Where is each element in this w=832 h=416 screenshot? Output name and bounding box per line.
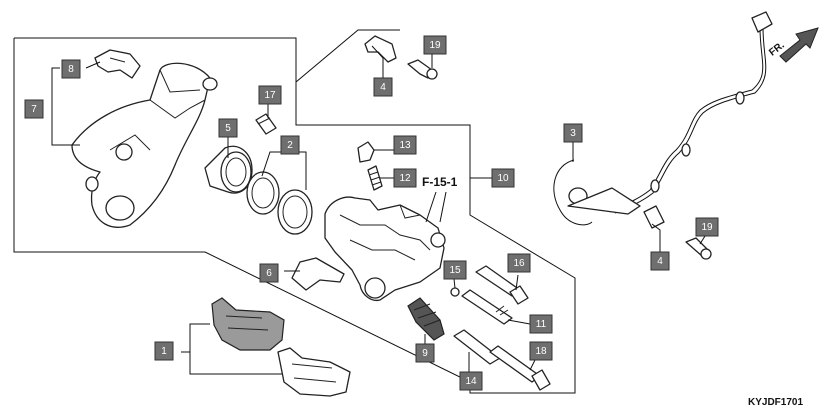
callout-4-top: 4 [373, 77, 393, 97]
callout-19-right: 19 [695, 217, 719, 237]
svg-text:15: 15 [449, 265, 461, 276]
svg-text:18: 18 [535, 346, 547, 357]
retainer-spring [94, 49, 141, 79]
piston [204, 145, 253, 194]
callout-7: 7 [24, 99, 44, 119]
callout-19-top: 19 [423, 35, 447, 55]
callout-2: 2 [280, 135, 300, 155]
svg-text:5: 5 [225, 123, 231, 134]
svg-text:12: 12 [399, 173, 411, 184]
pin-boot [407, 297, 445, 341]
reference-text: F-15-1 [422, 175, 458, 189]
callout-14: 14 [459, 371, 483, 391]
svg-text:2: 2 [287, 140, 293, 151]
svg-text:19: 19 [429, 40, 441, 51]
svg-text:16: 16 [513, 258, 525, 269]
svg-text:14: 14 [465, 376, 477, 387]
callout-1: 1 [154, 341, 174, 361]
callout-11: 11 [529, 314, 553, 334]
bolt-17 [255, 113, 277, 135]
svg-text:3: 3 [570, 128, 576, 139]
callout-3: 3 [563, 123, 583, 143]
svg-text:6: 6 [266, 268, 272, 279]
front-direction-arrow: FR. [767, 27, 819, 63]
callout-15: 15 [443, 260, 467, 280]
reference-label: F-15-1 [422, 175, 458, 223]
caliper-bracket [71, 62, 218, 228]
callout-6: 6 [259, 263, 279, 283]
svg-text:13: 13 [399, 140, 411, 151]
svg-text:17: 17 [264, 90, 276, 101]
svg-text:1: 1 [161, 346, 167, 357]
bolt-19-top [407, 59, 438, 80]
callout-16: 16 [507, 253, 531, 273]
svg-text:11: 11 [536, 319, 547, 330]
callout-8: 8 [61, 59, 81, 79]
piston-seals [246, 171, 313, 235]
svg-text:7: 7 [31, 104, 37, 115]
callout-12: 12 [393, 168, 417, 188]
callout-9: 9 [415, 343, 435, 363]
callout-5: 5 [218, 118, 238, 138]
figure-code: KYJDF1701 [748, 397, 803, 408]
pad-spring [291, 257, 345, 291]
callout-17: 17 [258, 85, 282, 105]
bolt-18 [489, 345, 551, 391]
callout-4-right: 4 [650, 251, 670, 271]
clamp-top [364, 35, 397, 63]
washer-15 [450, 287, 460, 297]
callout-10: 10 [491, 168, 515, 188]
speed-sensor-harness [553, 11, 773, 229]
callout-13: 13 [393, 135, 417, 155]
bolt-19-right [685, 237, 712, 260]
pin-14 [453, 329, 501, 365]
svg-text:4: 4 [380, 82, 386, 93]
brake-pads [211, 297, 351, 397]
caliper-body [324, 196, 446, 302]
bleeder-cap [357, 141, 375, 163]
svg-text:9: 9 [422, 348, 428, 359]
bleeder-screw [367, 165, 383, 191]
pin-bolt-11 [461, 289, 513, 325]
svg-text:19: 19 [701, 222, 713, 233]
svg-text:4: 4 [657, 256, 663, 267]
svg-text:8: 8 [68, 64, 74, 75]
svg-text:10: 10 [497, 173, 509, 184]
callout-18: 18 [529, 341, 553, 361]
